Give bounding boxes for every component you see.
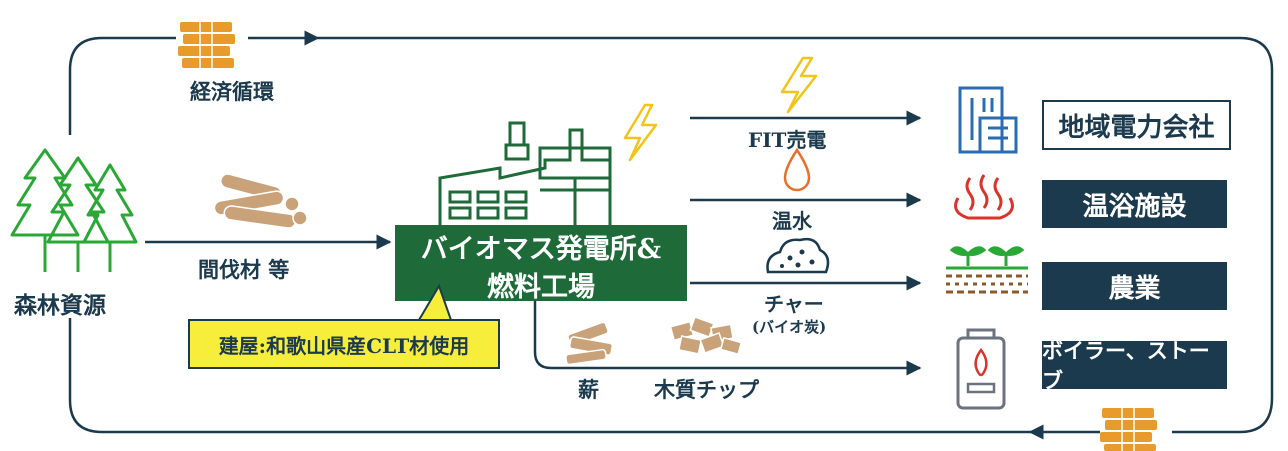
boiler-stove-box: ボイラー、ストーブ — [1042, 338, 1227, 393]
clt-callout: 建屋:和歌山県産CLT材使用 — [188, 319, 500, 369]
office-building-icon — [958, 86, 1018, 154]
fit-lightning-icon — [780, 56, 818, 114]
callout-pointer — [417, 283, 453, 321]
chips-label: 木質チップ — [654, 377, 759, 402]
firewood-label: 薪 — [578, 377, 599, 402]
agriculture-box: 農業 — [1042, 262, 1227, 310]
forest-trees-icon — [10, 148, 138, 272]
firewood-icon — [565, 321, 613, 366]
forest-label: 森林資源 — [14, 292, 106, 319]
firewood-arrow — [533, 290, 922, 376]
factory-icon — [438, 121, 612, 225]
hot-water-label: 温水 — [772, 209, 812, 233]
water-drop-icon — [783, 147, 811, 192]
boiler-icon — [956, 328, 1006, 410]
fit-label: FIT売電 — [748, 128, 827, 152]
char-label: チャー — [764, 292, 824, 316]
power-company-box: 地域電力会社 — [1042, 100, 1231, 150]
plant-lightning-icon — [623, 103, 658, 162]
hot-spring-icon — [954, 174, 1014, 220]
money-stack-top-icon — [178, 22, 235, 68]
biomass-plant-box: バイオマス発電所& 燃料工場 — [395, 225, 687, 303]
char-pile-icon — [766, 237, 830, 274]
wood-chips-icon — [669, 316, 743, 356]
plant-label-line2: 燃料工場 — [487, 272, 595, 303]
plant-label-line1: バイオマス発電所& — [420, 234, 662, 265]
char-sub-label: (バイオ炭) — [752, 318, 827, 336]
economic-cycle-loop — [68, 36, 176, 135]
farmland-icon — [946, 246, 1028, 294]
economic-cycle-label: 経済循環 — [190, 79, 274, 104]
logs-icon — [213, 173, 308, 229]
thinning-label: 間伐材 等 — [198, 257, 290, 282]
money-stack-bottom-icon — [1100, 408, 1157, 451]
bath-facility-box: 温浴施設 — [1042, 180, 1227, 228]
